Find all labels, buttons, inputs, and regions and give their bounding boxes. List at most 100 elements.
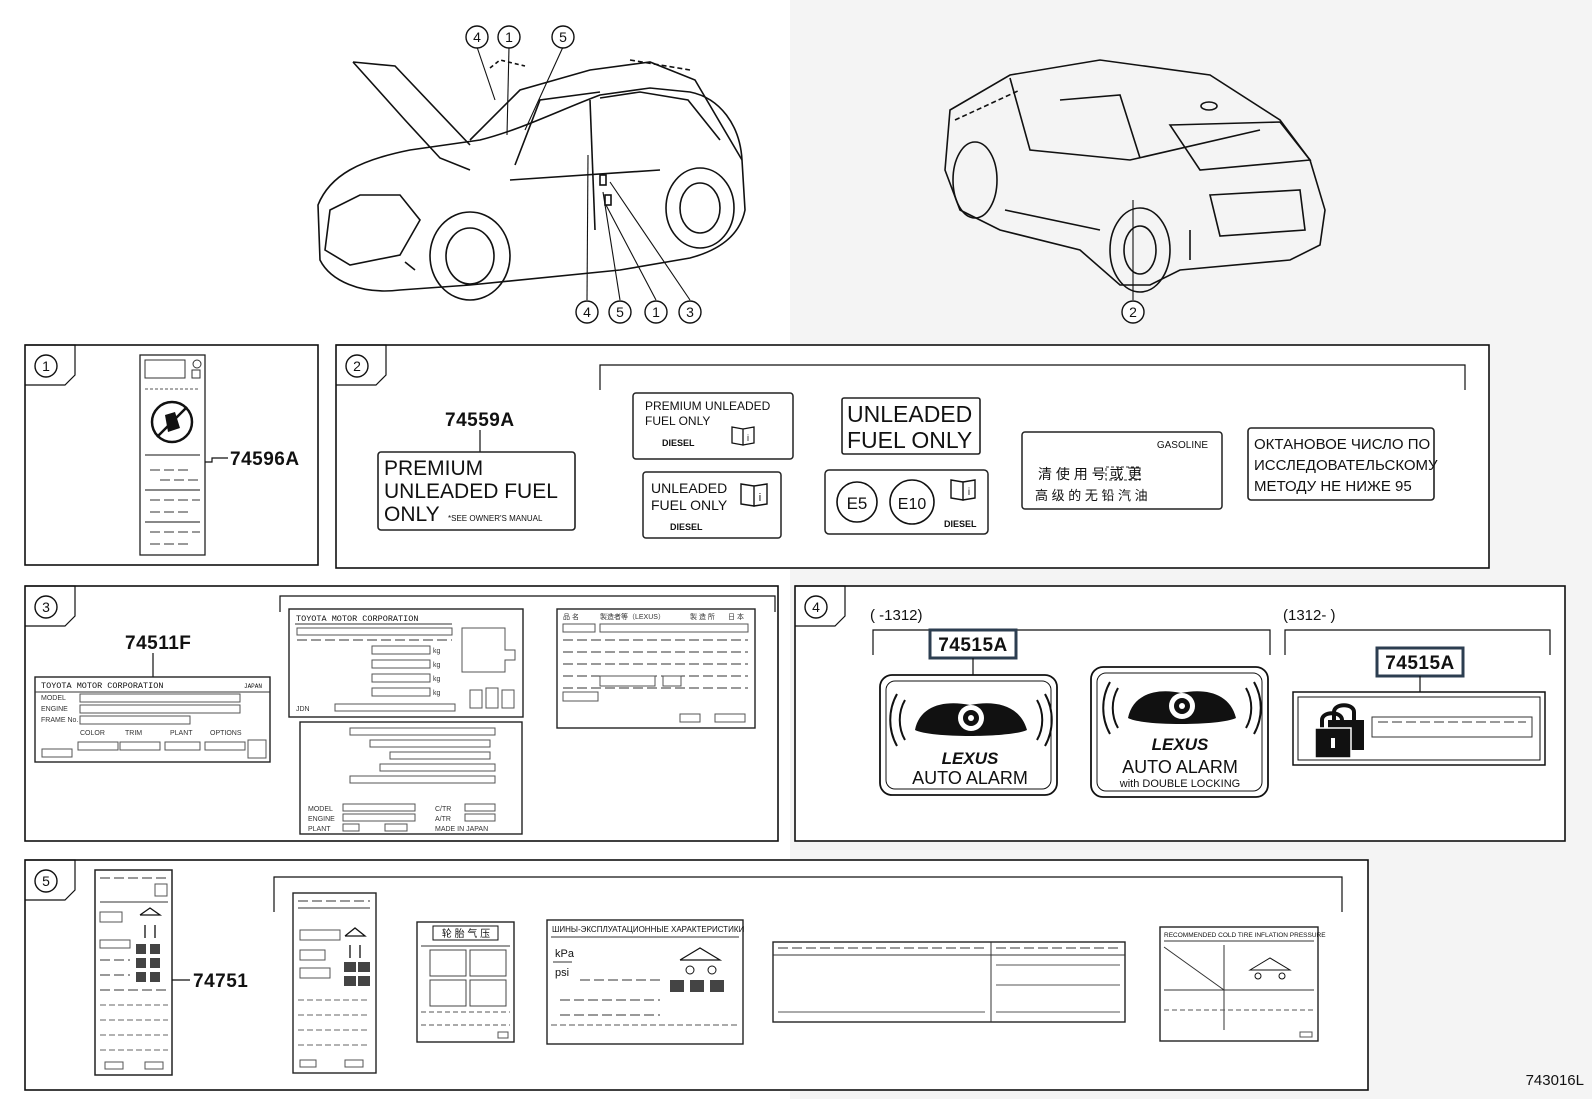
svg-text:MODEL: MODEL [308,806,333,813]
auto-alarm-double-lock-label: LEXUS AUTO ALARM with DOUBLE LOCKING [1090,666,1269,798]
svg-text:i: i [968,487,970,498]
svg-text:製 造 所: 製 造 所 [690,612,715,621]
part-number-74515A-b: 74515A [1385,653,1455,674]
callout-group-car2: 2 [1121,200,1145,324]
svg-text:i: i [747,433,749,443]
svg-text:with DOUBLE LOCKING: with DOUBLE LOCKING [1119,778,1240,790]
svg-text:PREMIUM: PREMIUM [384,457,483,480]
svg-text:LEXUS: LEXUS [942,749,999,768]
panel-3: 3 74511F TOYOTA MOTOR CORPORATION JAPAN … [24,585,779,842]
svg-text:4: 4 [812,599,820,615]
svg-text:ONLY: ONLY [384,503,440,526]
svg-text:3: 3 [42,599,50,615]
svg-text:TOYOTA MOTOR CORPORATION: TOYOTA MOTOR CORPORATION [296,614,418,624]
double-lock-label [1292,691,1546,766]
panel-5: 5 74751 [24,859,1369,1091]
svg-text:TOYOTA MOTOR CORPORATION: TOYOTA MOTOR CORPORATION [41,681,163,691]
auto-alarm-label: LEXUS AUTO ALARM [879,674,1058,796]
svg-text:清 使 用 号 或 更: 清 使 用 号 或 更 [1038,466,1141,482]
svg-text:AUTO ALARM: AUTO ALARM [912,768,1028,788]
svg-text:UNLEADED: UNLEADED [651,480,727,496]
part-number-74559A: 74559A [445,410,515,431]
callout-group-car1: 4 1 5 4 5 1 3 [465,25,702,324]
e5-badge [836,481,878,523]
svg-text:PLANT: PLANT [308,826,331,833]
svg-text:高 级 的 无 铅 汽 油: 高 级 的 无 铅 汽 油 [1035,488,1148,503]
date-range-after: (1312- ) [1283,607,1336,624]
svg-text:ОКТАНОВОЕ ЧИСЛО ПО: ОКТАНОВОЕ ЧИСЛО ПО [1254,436,1430,453]
svg-text:JAPAN: JAPAN [244,683,262,690]
svg-text:5: 5 [559,29,567,45]
svg-text:TRIM: TRIM [125,730,142,737]
svg-text:5: 5 [42,873,50,889]
svg-text:品 名: 品 名 [563,612,579,621]
svg-text:2: 2 [353,358,361,374]
svg-text:COLOR: COLOR [80,730,105,737]
svg-text:5: 5 [616,304,624,320]
panel-5-number: 5 [34,869,58,893]
svg-text:psi: psi [555,967,569,979]
ethanol-label: E5 E10 i DIESEL [824,469,989,535]
svg-text:製造者等（LEXUS）: 製造者等（LEXUS） [600,612,665,621]
svg-text:ШИНЫ-ЭКСПЛУАТАЦИОННЫЕ ХАРАКТЕР: ШИНЫ-ЭКСПЛУАТАЦИОННЫЕ ХАРАКТЕРИСТИКИ [552,925,745,934]
callout-5-top: 5 [551,25,575,49]
label-74596A [139,354,206,556]
padlock-icon [1314,703,1364,759]
panel-4-number: 4 [804,595,828,619]
gasoline-chinese-label: GASOLINE 清 使 用 号 或 更 高 级 的 无 铅 汽 油 [1021,431,1223,510]
certification-plate-label: TOYOTA MOTOR CORPORATION kg kg kg kg JDN [288,608,524,718]
svg-text:kg: kg [433,648,441,655]
svg-text:4: 4 [583,304,591,320]
svg-text:E10: E10 [898,496,927,513]
svg-text:FUEL ONLY: FUEL ONLY [651,497,728,513]
svg-text:JDN: JDN [296,706,310,713]
tire-placard-wide [772,941,1126,1023]
callout-5-bottom: 5 [608,300,632,324]
svg-text:PLANT: PLANT [170,730,193,737]
svg-text:МЕТОДУ НЕ НИЖЕ 95: МЕТОДУ НЕ НИЖЕ 95 [1254,478,1412,495]
callout-2-rear: 2 [1121,300,1145,324]
part-number-74515A-a: 74515A [938,635,1008,656]
svg-text:UNLEADED: UNLEADED [847,401,972,427]
panel-2-number: 2 [345,354,369,378]
lexus-japan-plate-label: 品 名 製造者等（LEXUS） 製 造 所 日 本 [556,608,756,729]
panel-1-number: 1 [34,354,58,378]
svg-text:kg: kg [433,676,441,683]
tire-placard-russia: ШИНЫ-ЭКСПЛУАТАЦИОННЫЕ ХАРАКТЕРИСТИКИ kPa… [546,919,745,1045]
premium-fuel-label: PREMIUM UNLEADED FUEL ONLY *SEE OWNER'S … [377,451,576,531]
svg-text:C/TR: C/TR [435,806,451,813]
svg-text:LEXUS: LEXUS [1152,735,1209,754]
tire-placard-74751 [94,869,173,1076]
part-number-74751: 74751 [193,971,248,992]
e10-badge [889,479,935,525]
panel-4: 4 ( -1312) (1312- ) 74515A 74515A LEXUS … [794,585,1566,842]
svg-text:FUEL ONLY: FUEL ONLY [847,427,972,453]
fuel-label-variant-a: PREMIUM UNLEADED FUEL ONLY DIESEL i [632,392,794,460]
callout-3-bottom: 3 [678,300,702,324]
manual-book-icon: i [740,483,768,507]
svg-text:UNLEADED FUEL: UNLEADED FUEL [384,480,558,503]
fuel-label-variant-b: UNLEADED FUEL ONLY DIESEL i [642,471,782,539]
manual-book-icon: i [950,479,976,501]
svg-text:i: i [759,492,761,504]
svg-text:kg: kg [433,690,441,697]
vin-plate-label: TOYOTA MOTOR CORPORATION JAPAN MODEL ENG… [34,676,271,763]
svg-text:E5: E5 [847,494,868,513]
svg-text:ИССЛЕДОВАТЕЛЬСКОМУ: ИССЛЕДОВАТЕЛЬСКОМУ [1254,457,1438,474]
svg-text:ENGINE: ENGINE [41,706,68,713]
model-engine-plate-label: MODEL ENGINE PLANT C/TR A/TR MADE IN JAP… [299,721,523,835]
svg-text:kPa: kPa [555,948,575,960]
callout-4-bottom: 4 [575,300,599,324]
tire-placard-variant-a [292,892,377,1074]
callout-1-top: 1 [497,25,521,49]
svg-text:*SEE OWNER'S MANUAL: *SEE OWNER'S MANUAL [448,514,543,523]
panel-3-number: 3 [34,595,58,619]
svg-text:GASOLINE: GASOLINE [1157,440,1208,451]
svg-text:ENGINE: ENGINE [308,816,335,823]
svg-text:2: 2 [1129,304,1137,320]
svg-text:日 本: 日 本 [728,612,744,621]
svg-text:轮 胎 气 压: 轮 胎 气 压 [442,927,490,940]
panel-2: 2 74559A PREMIUM UNLEADED FUEL ONLY *SEE… [335,344,1490,569]
car-alarm-icon [889,693,1053,747]
